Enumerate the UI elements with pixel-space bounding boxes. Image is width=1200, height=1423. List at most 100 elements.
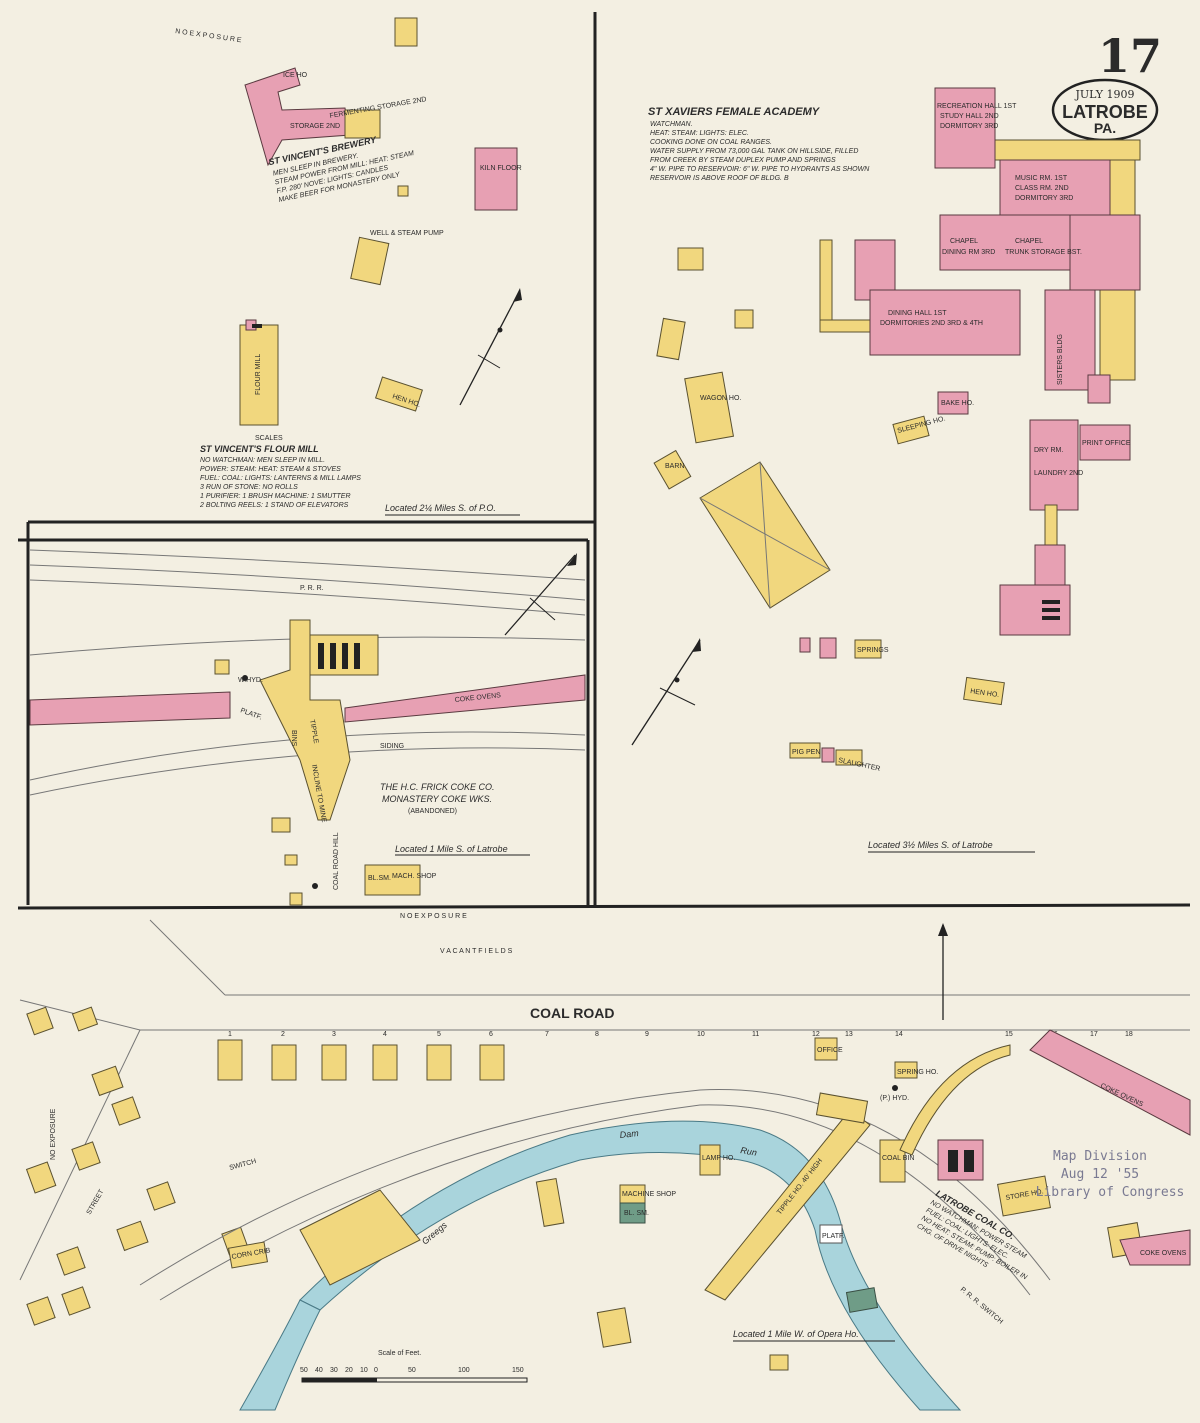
svg-text:2: 2	[281, 1031, 285, 1038]
mill-note-2: POWER: STEAM: HEAT: STEAM & STOVES	[200, 466, 341, 473]
coal-coke-ovens-label-2: COKE OVENS	[1140, 1250, 1187, 1257]
coke-ovens-label: COKE OVENS	[454, 692, 501, 704]
dry-rm-label: DRY RM.	[1034, 447, 1063, 454]
brewery-location: Located 2¼ Miles S. of P.O.	[385, 503, 496, 513]
ice-ho-label: ICE HO	[283, 72, 308, 79]
academy-note-1: WATCHMAN.	[650, 121, 693, 128]
academy-title: ST XAVIERS FEMALE ACADEMY	[648, 106, 821, 118]
dining-label: DINING RM 3RD	[942, 249, 995, 256]
chapel-label: CHAPEL	[950, 238, 978, 245]
sheet-city: LATROBE	[1062, 102, 1148, 122]
well-pump-label: WELL & STEAM PUMP	[370, 230, 444, 237]
svg-text:4: 4	[383, 1031, 387, 1038]
coal-location: Located 1 Mile W. of Opera Ho.	[733, 1329, 859, 1339]
bake-ho-label: BAKE HO.	[941, 400, 974, 407]
svg-text:11: 11	[752, 1031, 759, 1038]
coal-bin-label: COAL BIN	[882, 1155, 914, 1162]
trunk-label: TRUNK STORAGE BST.	[1005, 249, 1082, 256]
svg-text:40: 40	[315, 1367, 323, 1374]
svg-text:150: 150	[512, 1367, 524, 1374]
svg-text:Library of Congress: Library of Congress	[1036, 1185, 1185, 1200]
tramway	[899, 1044, 1011, 1156]
mill-title: ST VINCENT'S FLOUR MILL	[200, 444, 319, 454]
svg-text:12: 12	[812, 1031, 820, 1038]
springs-label: SPRINGS	[857, 647, 889, 654]
academy-location: Located 3½ Miles S. of Latrobe	[868, 840, 993, 850]
brewery-buildings	[239, 17, 518, 426]
street-label: STREET	[86, 1188, 106, 1216]
siding-label: SIDING	[380, 743, 404, 750]
svg-text:14: 14	[895, 1031, 903, 1038]
brewery-panel: N O E X P O S U R E ICE HO STORAGE 2ND F…	[175, 17, 522, 516]
academy-note-5: FROM CREEK BY STEAM DUPLEX PUMP AND SPRI…	[650, 157, 836, 164]
gregg-run-creek	[299, 1120, 962, 1411]
coke-works-panel: P. R. R. SIDING COKE OVENS BINS TIPPLE I…	[29, 549, 586, 906]
flour-mill-bldg-label: FLOUR MILL	[255, 354, 262, 395]
music-label: MUSIC RM. 1ST	[1015, 175, 1068, 182]
coke-title-2: MONASTERY COKE WKS.	[382, 794, 492, 804]
mill-note-4: 3 RUN OF STONE: NO ROLLS	[200, 484, 298, 491]
sheet-number: 17	[1098, 29, 1162, 83]
coke-location: Located 1 Mile S. of Latrobe	[395, 844, 508, 854]
sheet-state: PA.	[1094, 120, 1116, 136]
coke-ovens-west	[29, 691, 231, 726]
svg-text:8: 8	[595, 1031, 599, 1038]
dormitories-label: DORMITORIES 2ND 3RD & 4TH	[880, 320, 983, 327]
hyd-label: W.HYD.	[238, 677, 263, 684]
mill-note-1: NO WATCHMAN: MEN SLEEP IN MILL.	[200, 457, 325, 464]
kiln-label: KILN FLOOR	[480, 165, 522, 172]
spring-ho-label: SPRING HO.	[897, 1069, 938, 1076]
print-office-label: PRINT OFFICE	[1082, 440, 1131, 447]
platf2-label: PLATF.	[822, 1233, 844, 1240]
academy-note-4: WATER SUPPLY FROM 73,000 GAL TANK ON HIL…	[650, 148, 858, 155]
coke-title-1: THE H.C. FRICK COKE CO.	[380, 782, 495, 792]
coal-north-arrow-icon	[938, 923, 948, 1020]
study-label: STUDY HALL 2ND	[940, 113, 999, 120]
machine-shop-label: MACHINE SHOP	[622, 1191, 676, 1198]
bins-label: BINS	[290, 730, 297, 747]
railroad-label: P. R. R.	[300, 585, 324, 592]
coke-ovens-bottom	[1029, 1029, 1191, 1136]
academy-panel: 17 JULY 1909 LATROBE PA. ST XAVIERS FEMA…	[631, 29, 1162, 853]
sheet-cartouche: JULY 1909 LATROBE PA.	[1051, 78, 1159, 142]
lot-numbers: 1 2 3 4 5 6 7 8 9 10 11 12 13 14 15 16 1…	[228, 1031, 1133, 1038]
panel-dividers	[17, 12, 1191, 910]
bl-sm-label: BL.SM.	[368, 875, 391, 882]
svg-text:50: 50	[408, 1367, 416, 1374]
academy-note-6: 4" W. PIPE TO RESERVOIR: 6" W. PIPE TO H…	[650, 166, 870, 173]
lamp-ho-label: LAMP HO.	[702, 1155, 735, 1162]
run-label: Run	[740, 1145, 758, 1158]
brewery-exposure-label: N O E X P O S U R E	[175, 28, 242, 44]
coal-hyd-label: (P.) HYD.	[880, 1095, 909, 1102]
library-stamp: Map Division Aug 12 '55 Library of Congr…	[1036, 1149, 1185, 1200]
svg-text:6: 6	[489, 1031, 493, 1038]
coal-panel: N O E X P O S U R E V A C A N T F I E L …	[19, 913, 1191, 1411]
dormitory3-label: DORMITORY 3RD	[1015, 195, 1073, 202]
sisters-label: SISTERS BLDG	[1057, 334, 1064, 385]
scales-label: SCALES	[255, 435, 283, 442]
svg-text:100: 100	[458, 1367, 470, 1374]
scale-bar: Scale of Feet. 50 40 30 20 10 0 50 100 1…	[300, 1350, 528, 1383]
svg-text:18: 18	[1125, 1031, 1133, 1038]
laundry-label: LAUNDRY 2ND	[1034, 470, 1083, 477]
svg-text:10: 10	[697, 1031, 705, 1038]
svg-text:0: 0	[374, 1367, 378, 1374]
svg-text:1: 1	[228, 1031, 232, 1038]
prr-switch-label: P. R. R. SWITCH	[959, 1286, 1004, 1326]
north-arrow-icon	[459, 288, 522, 406]
svg-text:15: 15	[1005, 1031, 1013, 1038]
academy-north-arrow-icon	[631, 638, 701, 746]
svg-text:Scale of Feet.: Scale of Feet.	[378, 1350, 421, 1357]
svg-text:30: 30	[330, 1367, 338, 1374]
svg-text:3: 3	[332, 1031, 336, 1038]
mill-note-6: 2 BOLTING REELS: 1 STAND OF ELEVATORS	[199, 502, 349, 509]
coke-north-arrow-icon	[504, 553, 577, 636]
coal-road-hill-label: COAL ROAD HILL	[333, 832, 340, 890]
storage-label: STORAGE 2ND	[290, 123, 340, 130]
dining-hall-label: DINING HALL 1ST	[888, 310, 947, 317]
svg-text:50: 50	[300, 1367, 308, 1374]
coal-road-label: COAL ROAD	[530, 1005, 615, 1021]
class-label: CLASS RM. 2ND	[1015, 185, 1069, 192]
svg-text:9: 9	[645, 1031, 649, 1038]
svg-text:13: 13	[845, 1031, 853, 1038]
